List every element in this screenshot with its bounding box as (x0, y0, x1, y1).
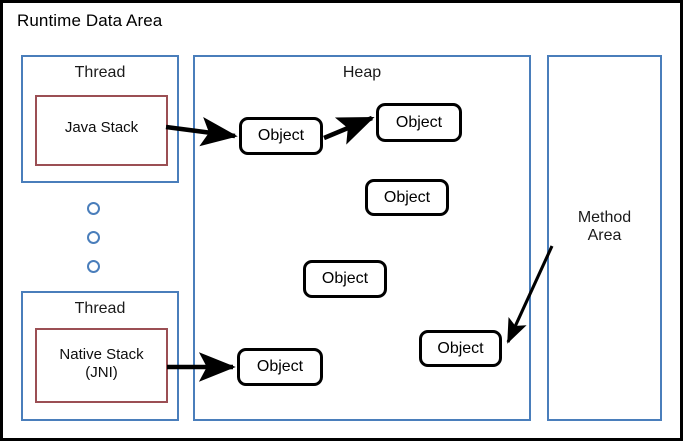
object-node: Object (237, 348, 323, 386)
object-node: Object (365, 179, 449, 216)
thread-bottom-container: Thread (21, 291, 179, 421)
method-area-label: Method Area (577, 209, 632, 245)
native-stack-box: Native Stack (JNI) (35, 328, 168, 403)
circle-outline-icon (87, 231, 100, 244)
circle-outline-icon (87, 260, 100, 273)
object-node: Object (303, 260, 387, 298)
page-title: Runtime Data Area (17, 11, 163, 30)
method-area-container: Method Area (547, 55, 662, 421)
object-node: Object (376, 103, 462, 142)
thread-bottom-label: Thread (74, 300, 126, 317)
native-stack-label: Native Stack (JNI) (59, 346, 144, 381)
object-node: Object (239, 117, 323, 155)
thread-top-container: Thread (21, 55, 179, 183)
object-node: Object (419, 330, 502, 367)
heap-label: Heap (342, 64, 382, 81)
heap-container: Heap (193, 55, 531, 421)
circle-outline-icon (87, 202, 100, 215)
thread-top-label: Thread (74, 64, 126, 81)
java-stack-label: Java Stack (64, 119, 139, 136)
java-stack-box: Java Stack (35, 95, 168, 166)
